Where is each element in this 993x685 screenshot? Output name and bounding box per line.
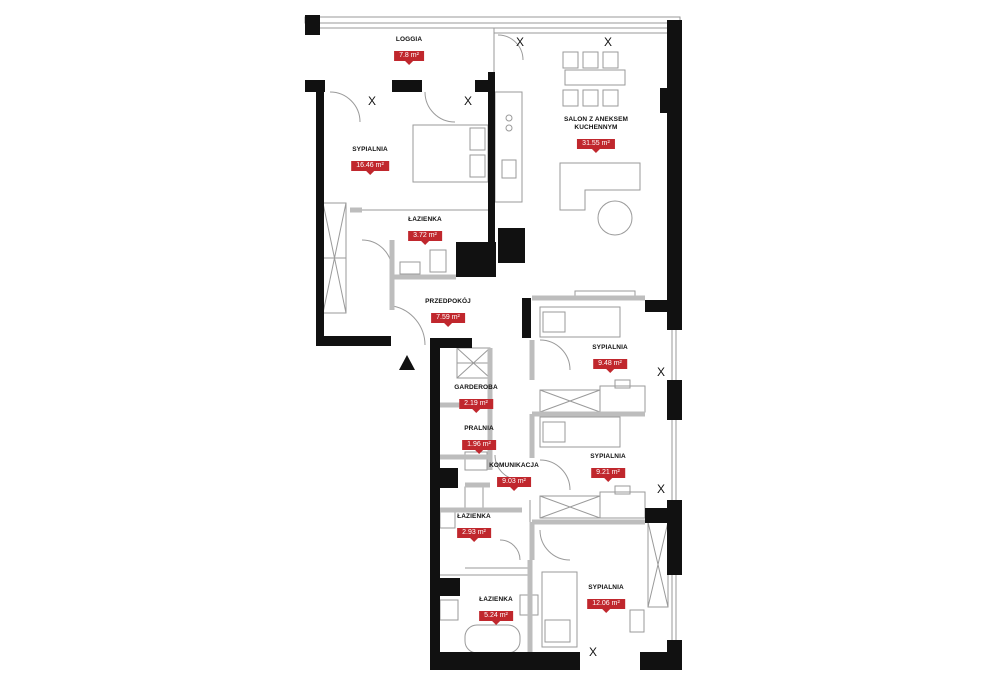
window-marker-bedroom-4: X (588, 645, 598, 659)
window-marker-bedroom-2: X (656, 365, 666, 379)
window-marker-bedroom-top-1: X (367, 94, 377, 108)
window-marker-living-2: X (603, 35, 613, 49)
window-marker-bedroom-top-2: X (463, 94, 473, 108)
entrance-arrow-icon (399, 355, 415, 370)
walls (305, 15, 682, 670)
window-marker-bedroom-3: X (656, 482, 666, 496)
window-marker-living-1: X (515, 35, 525, 49)
fixtures (304, 16, 681, 654)
partitions (350, 207, 645, 652)
